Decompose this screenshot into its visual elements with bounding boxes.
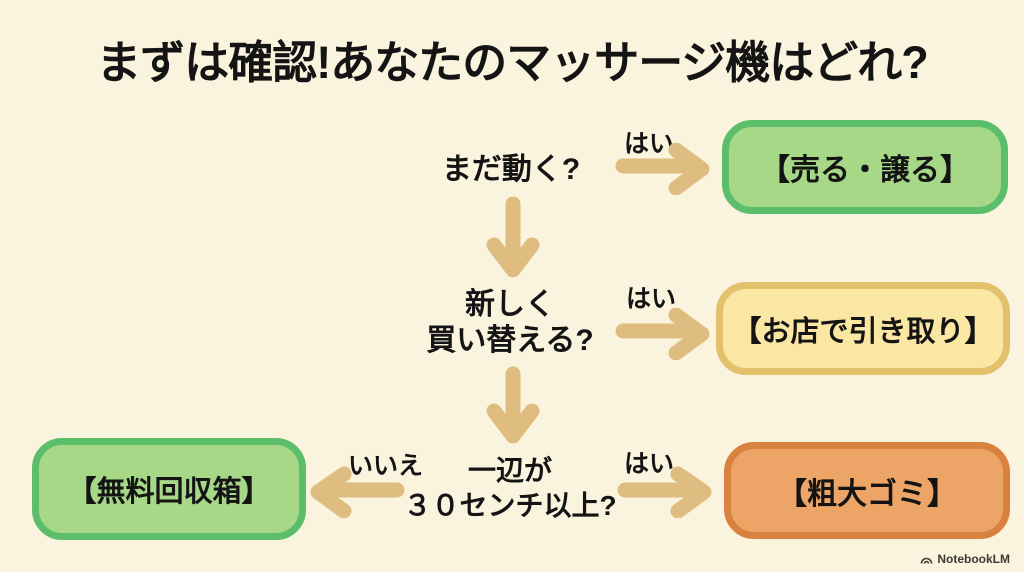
arrow-right-icon [615, 308, 710, 360]
question-buying-new-line2: 買い替える? [426, 324, 594, 357]
question-buying-new: 新しく 買い替える? [395, 287, 625, 359]
question-size-30cm: 一辺が ３０センチ以上? [390, 453, 630, 523]
outcome-free-collection-box: 【無料回収箱】 [32, 438, 306, 540]
yes-label-3: はい [624, 450, 675, 478]
no-label: いいえ [348, 452, 424, 480]
yes-label-2: はい [626, 285, 677, 313]
outcome-sell-giveaway: 【売る・譲る】 [722, 120, 1008, 214]
arrow-right-icon [615, 143, 710, 195]
page-title: まずは確認!あなたのマッサージ機はどれ? [96, 37, 929, 88]
arrow-right-icon [617, 466, 712, 518]
question-buying-new-line1: 新しく [465, 288, 555, 321]
arrow-left-icon [310, 466, 405, 518]
watermark: NotebookLM [920, 552, 1010, 566]
question-still-works: まだ動く? [441, 153, 581, 186]
notebooklm-logo-icon [921, 557, 933, 564]
arrow-down-icon [486, 366, 540, 444]
question-size-30cm-line1: 一辺が [467, 455, 552, 486]
outcome-bulky-waste: 【粗大ゴミ】 [724, 442, 1010, 539]
question-size-30cm-line2: ３０センチ以上? [403, 490, 617, 521]
outcome-store-takeback: 【お店で引き取り】 [716, 282, 1010, 375]
watermark-text: NotebookLM [937, 552, 1010, 566]
arrow-down-icon [486, 196, 540, 278]
yes-label-1: はい [624, 130, 675, 158]
